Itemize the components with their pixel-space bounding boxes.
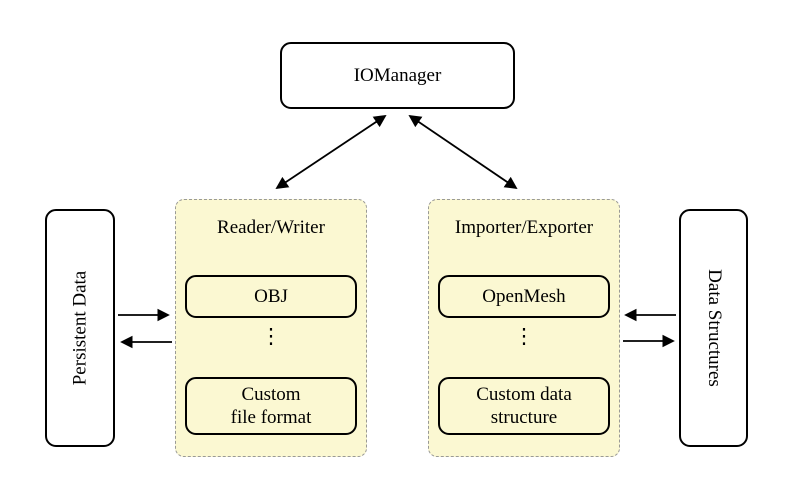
arrow-iomanager-importerexporter-icon [408,114,518,190]
node-iomanager-label: IOManager [353,64,442,86]
vertical-ellipsis-icon: ⋮ [513,324,535,348]
group-reader-writer: Reader/Writer OBJ ⋮ Custom file format [175,199,367,457]
group-reader-writer-title: Reader/Writer [217,217,325,238]
node-obj-label: OBJ [254,285,288,307]
node-custom-file-format-line1: Custom [241,383,301,405]
node-custom-data-structure-line2: structure [490,407,558,428]
node-custom-data-structure: Custom data structure [438,377,610,435]
node-custom-data-structure-line1: Custom data [476,383,572,405]
node-persistent-data: Persistent Data [45,209,115,447]
arrow-iomanager-readerwriter-icon [275,114,387,190]
node-custom-file-format: Custom file format [185,377,357,435]
node-obj: OBJ [185,275,357,318]
group-importer-exporter: Importer/Exporter OpenMesh ⋮ Custom data… [428,199,620,457]
node-iomanager: IOManager [280,42,515,109]
node-openmesh: OpenMesh [438,275,610,318]
node-persistent-data-label: Persistent Data [69,270,91,386]
node-openmesh-label: OpenMesh [482,285,566,307]
group-importer-exporter-title: Importer/Exporter [454,217,594,238]
node-custom-file-format-line2: file format [230,407,312,428]
node-data-structures-label: Data Structures [703,269,725,387]
node-data-structures: Data Structures [679,209,748,447]
vertical-ellipsis-icon: ⋮ [260,324,282,348]
